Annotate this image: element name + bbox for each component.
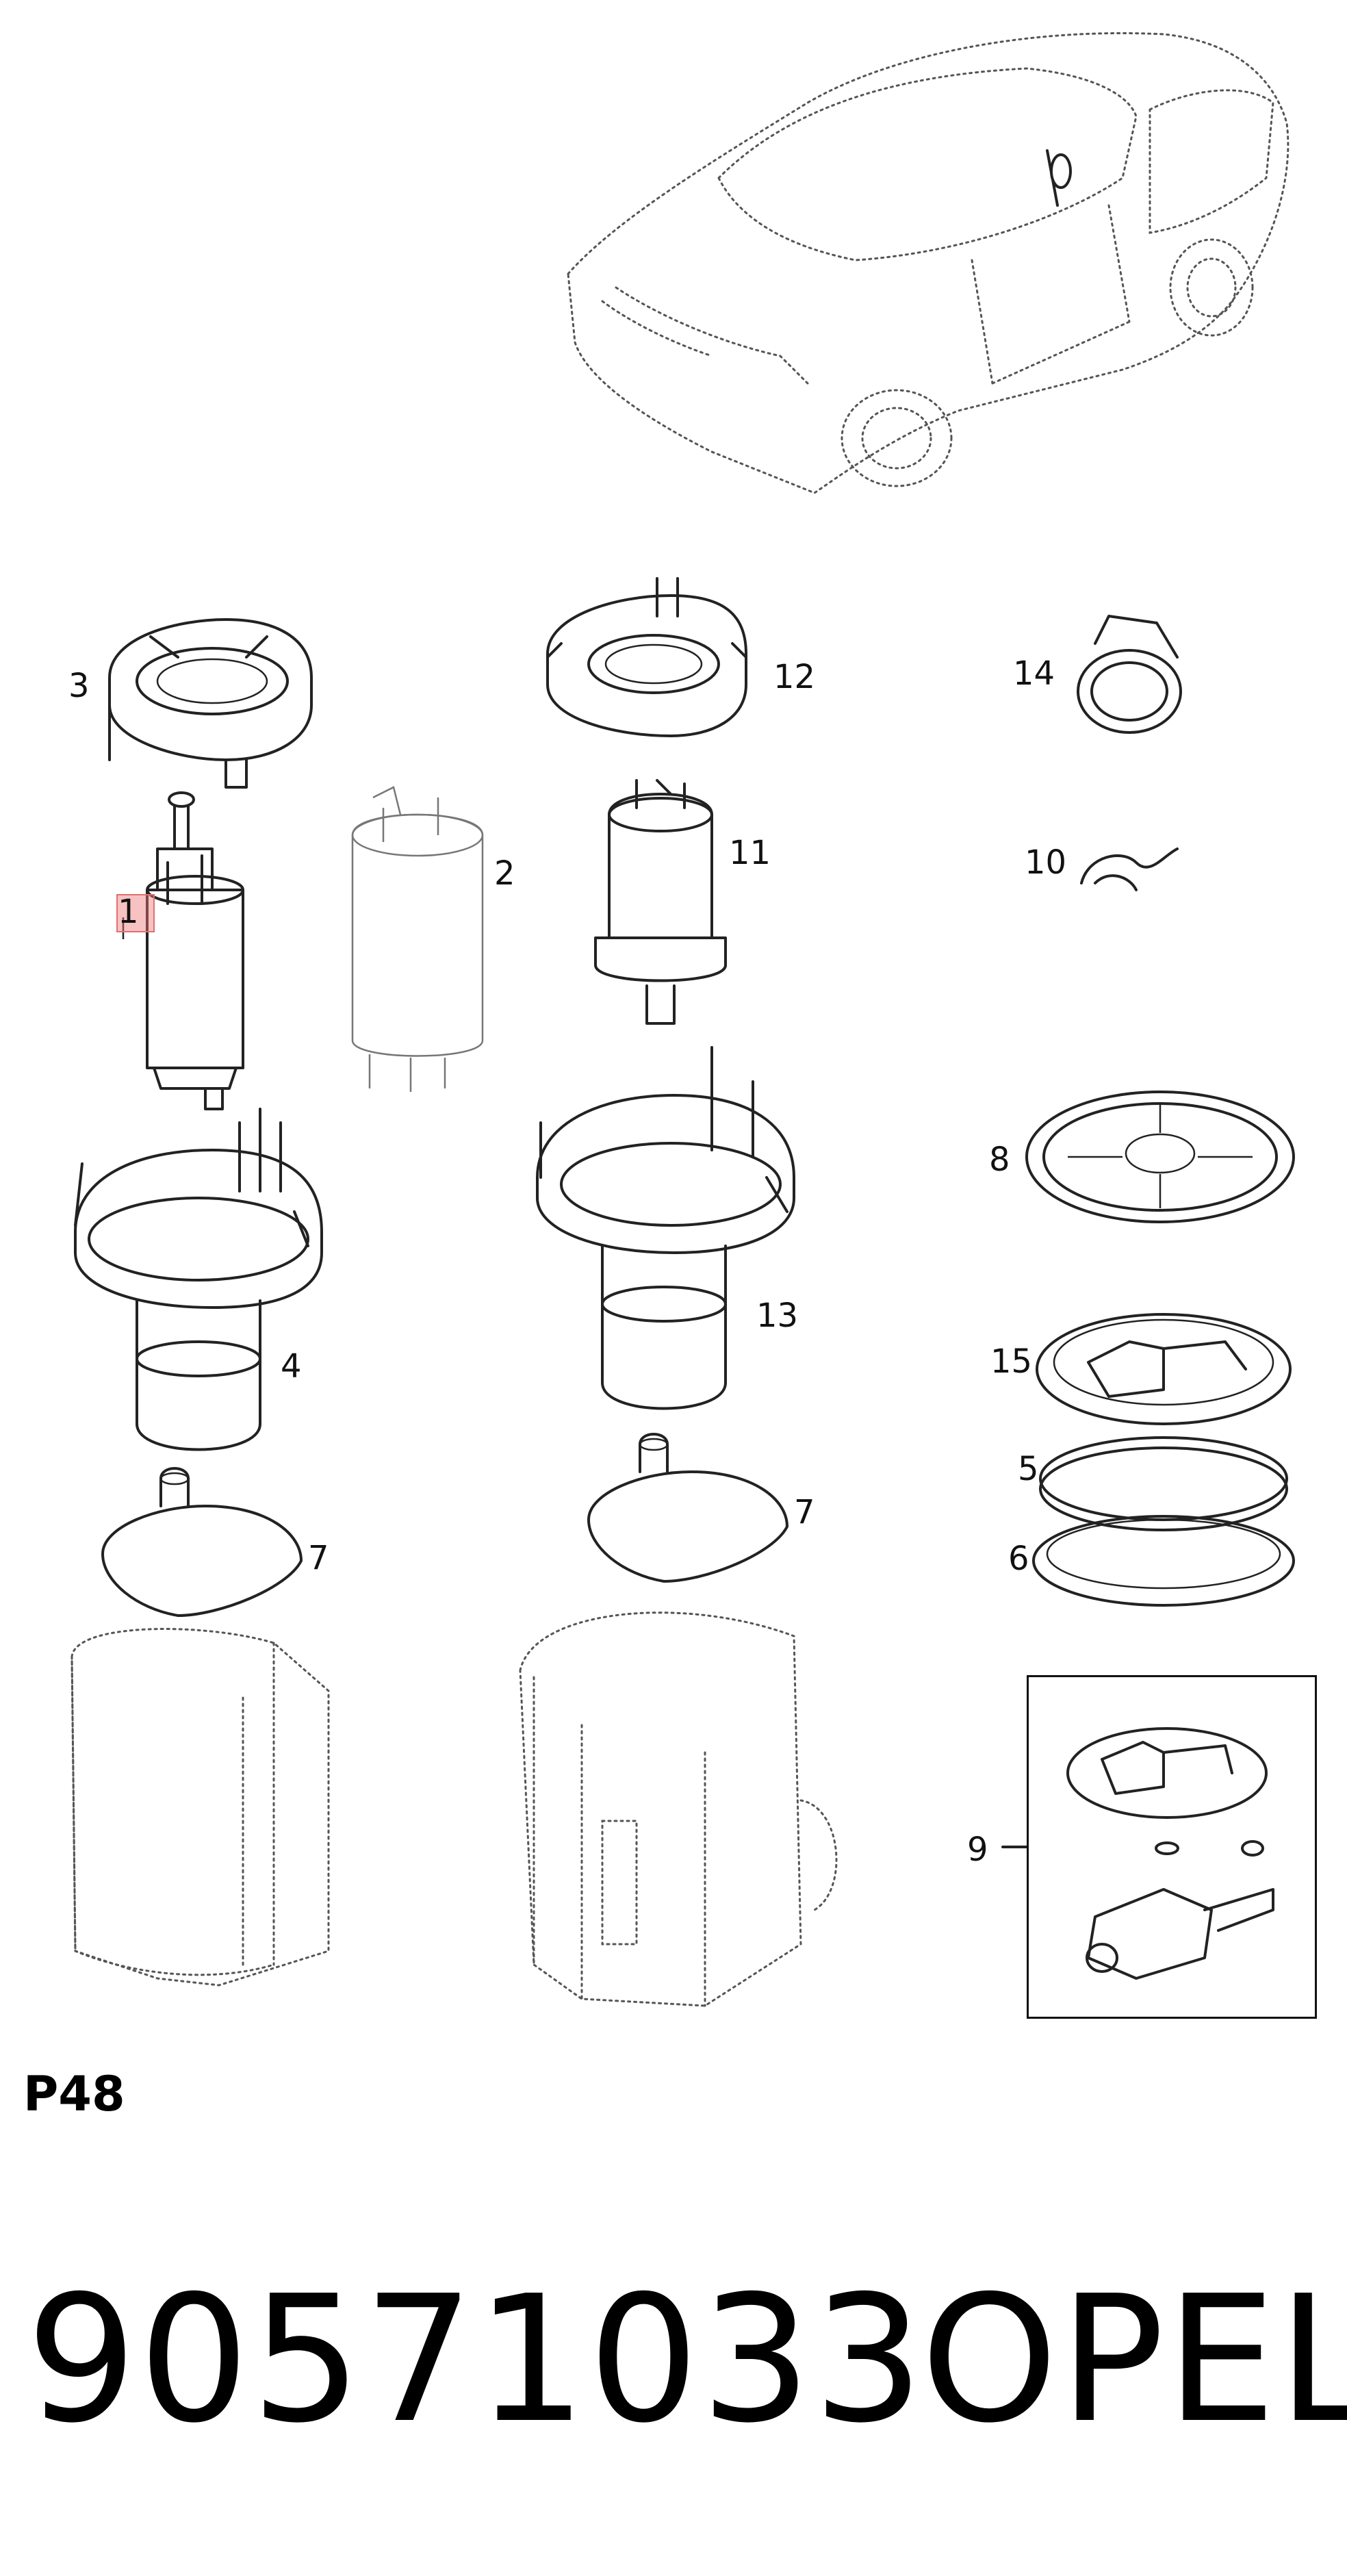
callout-8: 8	[989, 1140, 1010, 1179]
callout-5: 5	[1018, 1450, 1039, 1488]
callout-3: 3	[68, 667, 90, 705]
highlight-marker	[116, 894, 155, 932]
part-1-fuel-pump	[146, 791, 244, 1110]
callout-14: 14	[1013, 654, 1055, 693]
callout-10: 10	[1025, 843, 1067, 882]
callout-11: 11	[729, 834, 771, 872]
part-3-lock-ring	[108, 618, 313, 789]
part-2-fuel-pump-alt	[351, 786, 484, 1092]
callout-7-left: 7	[308, 1539, 329, 1577]
part-number: 90571033	[26, 2258, 925, 2462]
callout-1: 1	[118, 893, 139, 931]
part-9-assembly-inset	[1066, 1727, 1274, 1980]
inset-frame	[1027, 1675, 1317, 2019]
part-6-lock-ring	[1032, 1515, 1295, 1607]
brand-name: OPEL	[921, 2258, 1347, 2462]
part-12-lock-ring	[546, 577, 747, 737]
part-14-hose-clamp	[1077, 615, 1182, 734]
tank-right	[519, 1611, 838, 2007]
page-code: P48	[23, 2066, 125, 2122]
part-10-clip	[1080, 847, 1179, 891]
part-13-reservoir	[536, 1046, 795, 1410]
car-illustration	[567, 32, 1290, 494]
callout-4: 4	[281, 1347, 302, 1386]
part-15-flange	[1036, 1313, 1292, 1425]
part-7-strainer-left	[101, 1467, 303, 1617]
part-8-gasket	[1025, 1091, 1295, 1223]
part-11-fuel-pump	[594, 779, 727, 1025]
callout-12: 12	[773, 658, 816, 696]
callout-9: 9	[967, 1831, 988, 1869]
tank-left	[70, 1628, 330, 1987]
callout-7-right: 7	[794, 1493, 815, 1531]
callout-6: 6	[1008, 1540, 1029, 1578]
callout-15: 15	[990, 1342, 1033, 1381]
callout-2: 2	[494, 854, 515, 893]
part-4-reservoir	[74, 1108, 323, 1451]
part-7-strainer-right	[587, 1433, 788, 1583]
callout-13: 13	[756, 1297, 799, 1335]
